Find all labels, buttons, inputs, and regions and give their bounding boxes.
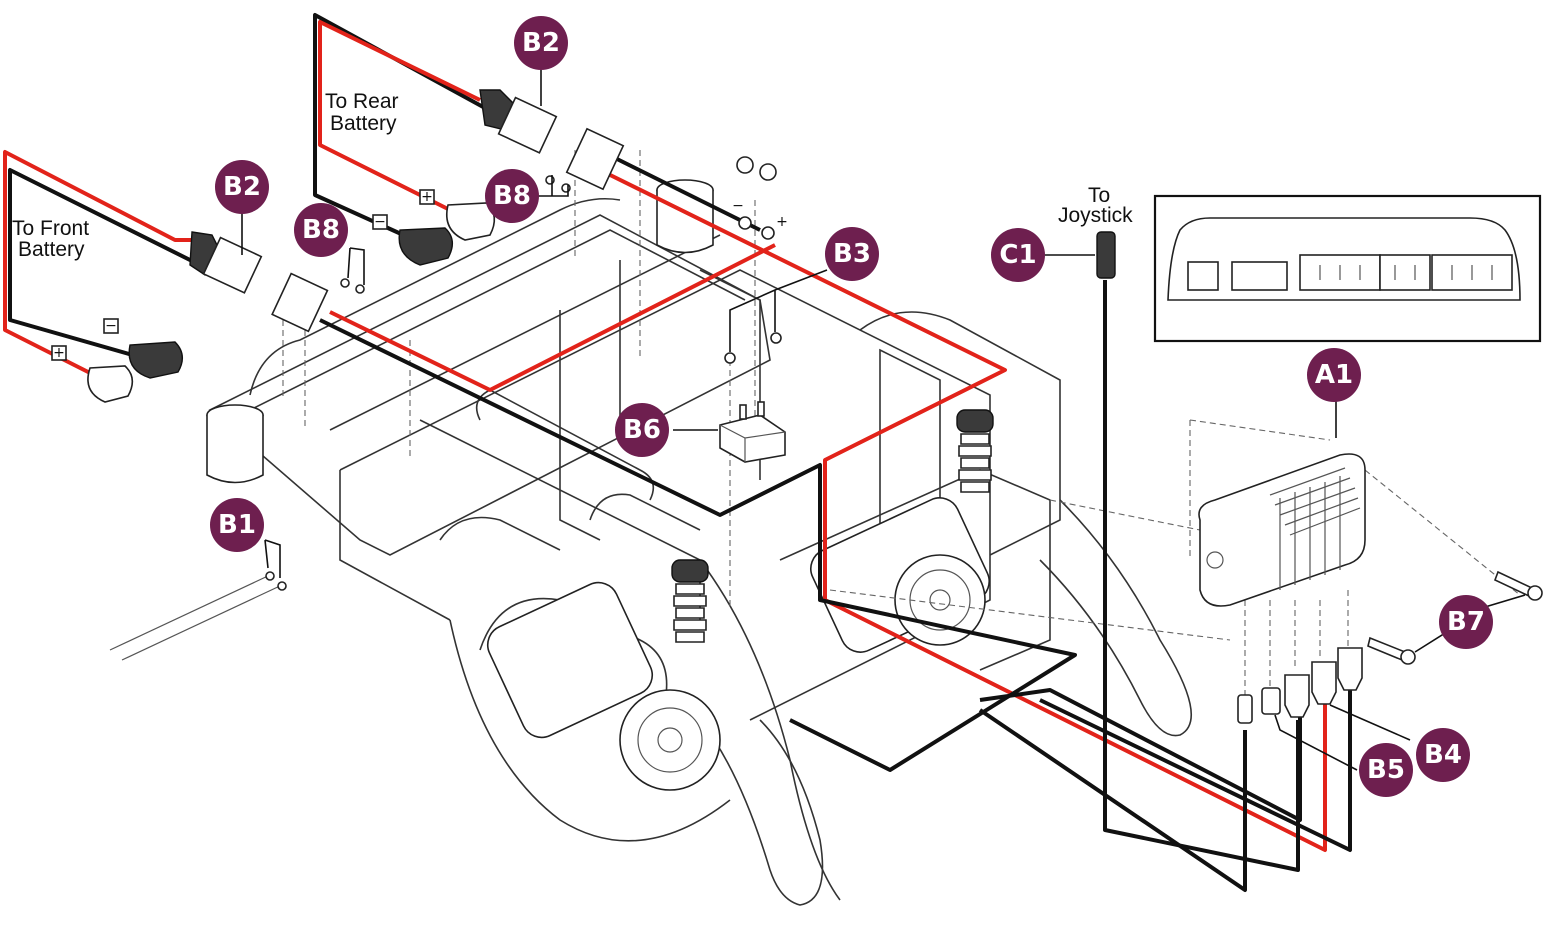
callout-c1-text: C1: [999, 240, 1036, 270]
callout-b8-left: B8: [294, 203, 348, 257]
front-battery-negative-wire: [8, 168, 201, 362]
anderson-connector-front: [189, 231, 263, 294]
callout-b8-top: B8: [485, 169, 539, 223]
joystick-plug: [1096, 231, 1116, 279]
battery-link-red: [329, 243, 776, 392]
cable-ties: [109, 571, 287, 661]
joystick-cable: [1103, 280, 1300, 872]
plus-symbol-front: +: [53, 345, 65, 361]
to-joystick-line-1: To: [1088, 184, 1110, 207]
minus-marker-rear: [372, 214, 388, 230]
callout-b2-left: B2: [215, 160, 269, 214]
to-front-battery-line-1: To Front: [12, 217, 89, 240]
plus-marker-front: [51, 345, 67, 361]
caster-cups: [206, 179, 714, 484]
callout-b3: B3: [825, 227, 879, 281]
callout-b5-text: B5: [1367, 755, 1405, 785]
harness-negative-wire: [319, 318, 1077, 772]
anderson-connector-rear: [479, 89, 558, 154]
callout-b7: B7: [1439, 595, 1493, 649]
to-joystick-line-2: Joystick: [1058, 204, 1133, 227]
callout-b5: B5: [1359, 743, 1413, 797]
callout-b7-text: B7: [1447, 607, 1485, 637]
rear-battery-positive-wire: [318, 20, 481, 212]
motor-wire-c: [978, 708, 1247, 892]
callout-c1: C1: [991, 228, 1045, 282]
callout-b1-text: B1: [218, 510, 256, 540]
callout-b2-top: B2: [514, 16, 568, 70]
callout-b8-left-text: B8: [302, 215, 340, 245]
to-rear-battery-line-2: Battery: [330, 112, 397, 135]
controller-detail-inset: [1153, 194, 1542, 343]
minus-marker-front: [103, 318, 119, 334]
callout-a1-text: A1: [1315, 360, 1353, 390]
callout-b2-top-text: B2: [522, 28, 560, 58]
rear-battery-terminals: − +: [372, 189, 496, 266]
minus-symbol-front: −: [105, 318, 117, 334]
terminal-plus-label: +: [776, 214, 788, 230]
suspension-springs: [671, 409, 994, 643]
controller-harness-plugs: [1237, 647, 1363, 724]
callout-a1: A1: [1307, 348, 1361, 402]
minus-symbol-rear: −: [374, 214, 386, 230]
to-front-battery-line-2: Battery: [18, 238, 85, 261]
wiring: [3, 13, 1352, 892]
chassis-frame: [208, 197, 1193, 906]
front-battery-positive-wire: [3, 150, 195, 380]
callout-b6: B6: [615, 403, 669, 457]
text-notes: To Rear Battery To Front Battery To Joys…: [12, 90, 1133, 261]
circuit-breaker: [719, 401, 786, 463]
drive-motors: [486, 497, 990, 791]
callout-b4-text: B4: [1424, 740, 1462, 770]
fasteners: [340, 156, 782, 364]
callout-b6-text: B6: [623, 415, 661, 445]
plus-marker-rear: [419, 189, 435, 205]
assembly-guides: [282, 150, 1521, 700]
callout-b8-top-text: B8: [493, 181, 531, 211]
terminal-block-rear: [565, 127, 625, 191]
front-battery-terminals: − +: [51, 318, 183, 403]
plus-symbol-rear: +: [421, 189, 433, 205]
callout-b2-left-text: B2: [223, 172, 261, 202]
terminal-minus-label: −: [732, 198, 744, 214]
callout-b3-text: B3: [833, 239, 871, 269]
terminal-sign-labels: − +: [732, 198, 788, 230]
harness-negative-wire-2: [614, 156, 761, 232]
mounting-screws: [1367, 570, 1543, 665]
harness-positive-wire: [599, 168, 1327, 852]
motor-wire-b: [1039, 690, 1352, 852]
callout-b4: B4: [1416, 728, 1470, 782]
to-rear-battery-line-1: To Rear: [325, 90, 399, 113]
controller-module: [1198, 453, 1366, 607]
terminal-block-front: [271, 272, 329, 333]
callout-b1: B1: [210, 498, 264, 552]
